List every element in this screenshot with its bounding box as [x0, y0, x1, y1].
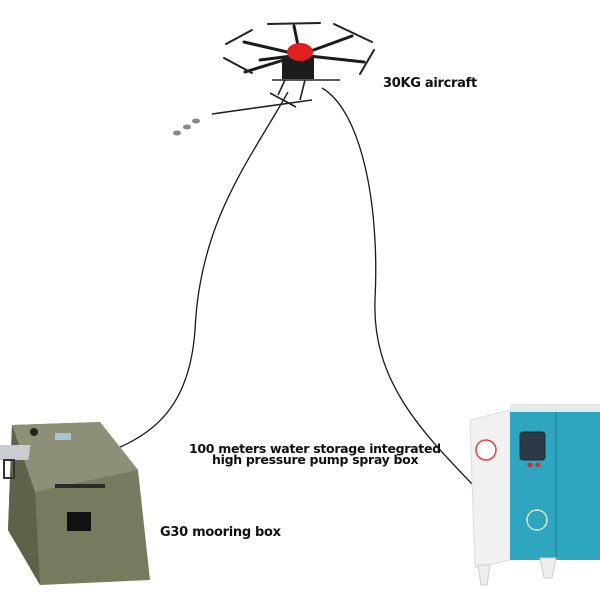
tether-cable-left [117, 91, 289, 449]
tether-cable-right [321, 87, 475, 487]
pump-box-label-line1: 100 meters water storage integrated [189, 441, 441, 456]
mooring-box [0, 422, 150, 585]
drone-aircraft [173, 22, 375, 136]
mooring-box-label: G30 mooring box [160, 525, 281, 540]
pump-spray-box [469, 404, 600, 586]
pump-box-label-line2: high pressure pump spray box [212, 452, 419, 467]
drone-body [287, 43, 313, 61]
aircraft-label: 30KG aircraft [383, 76, 477, 91]
